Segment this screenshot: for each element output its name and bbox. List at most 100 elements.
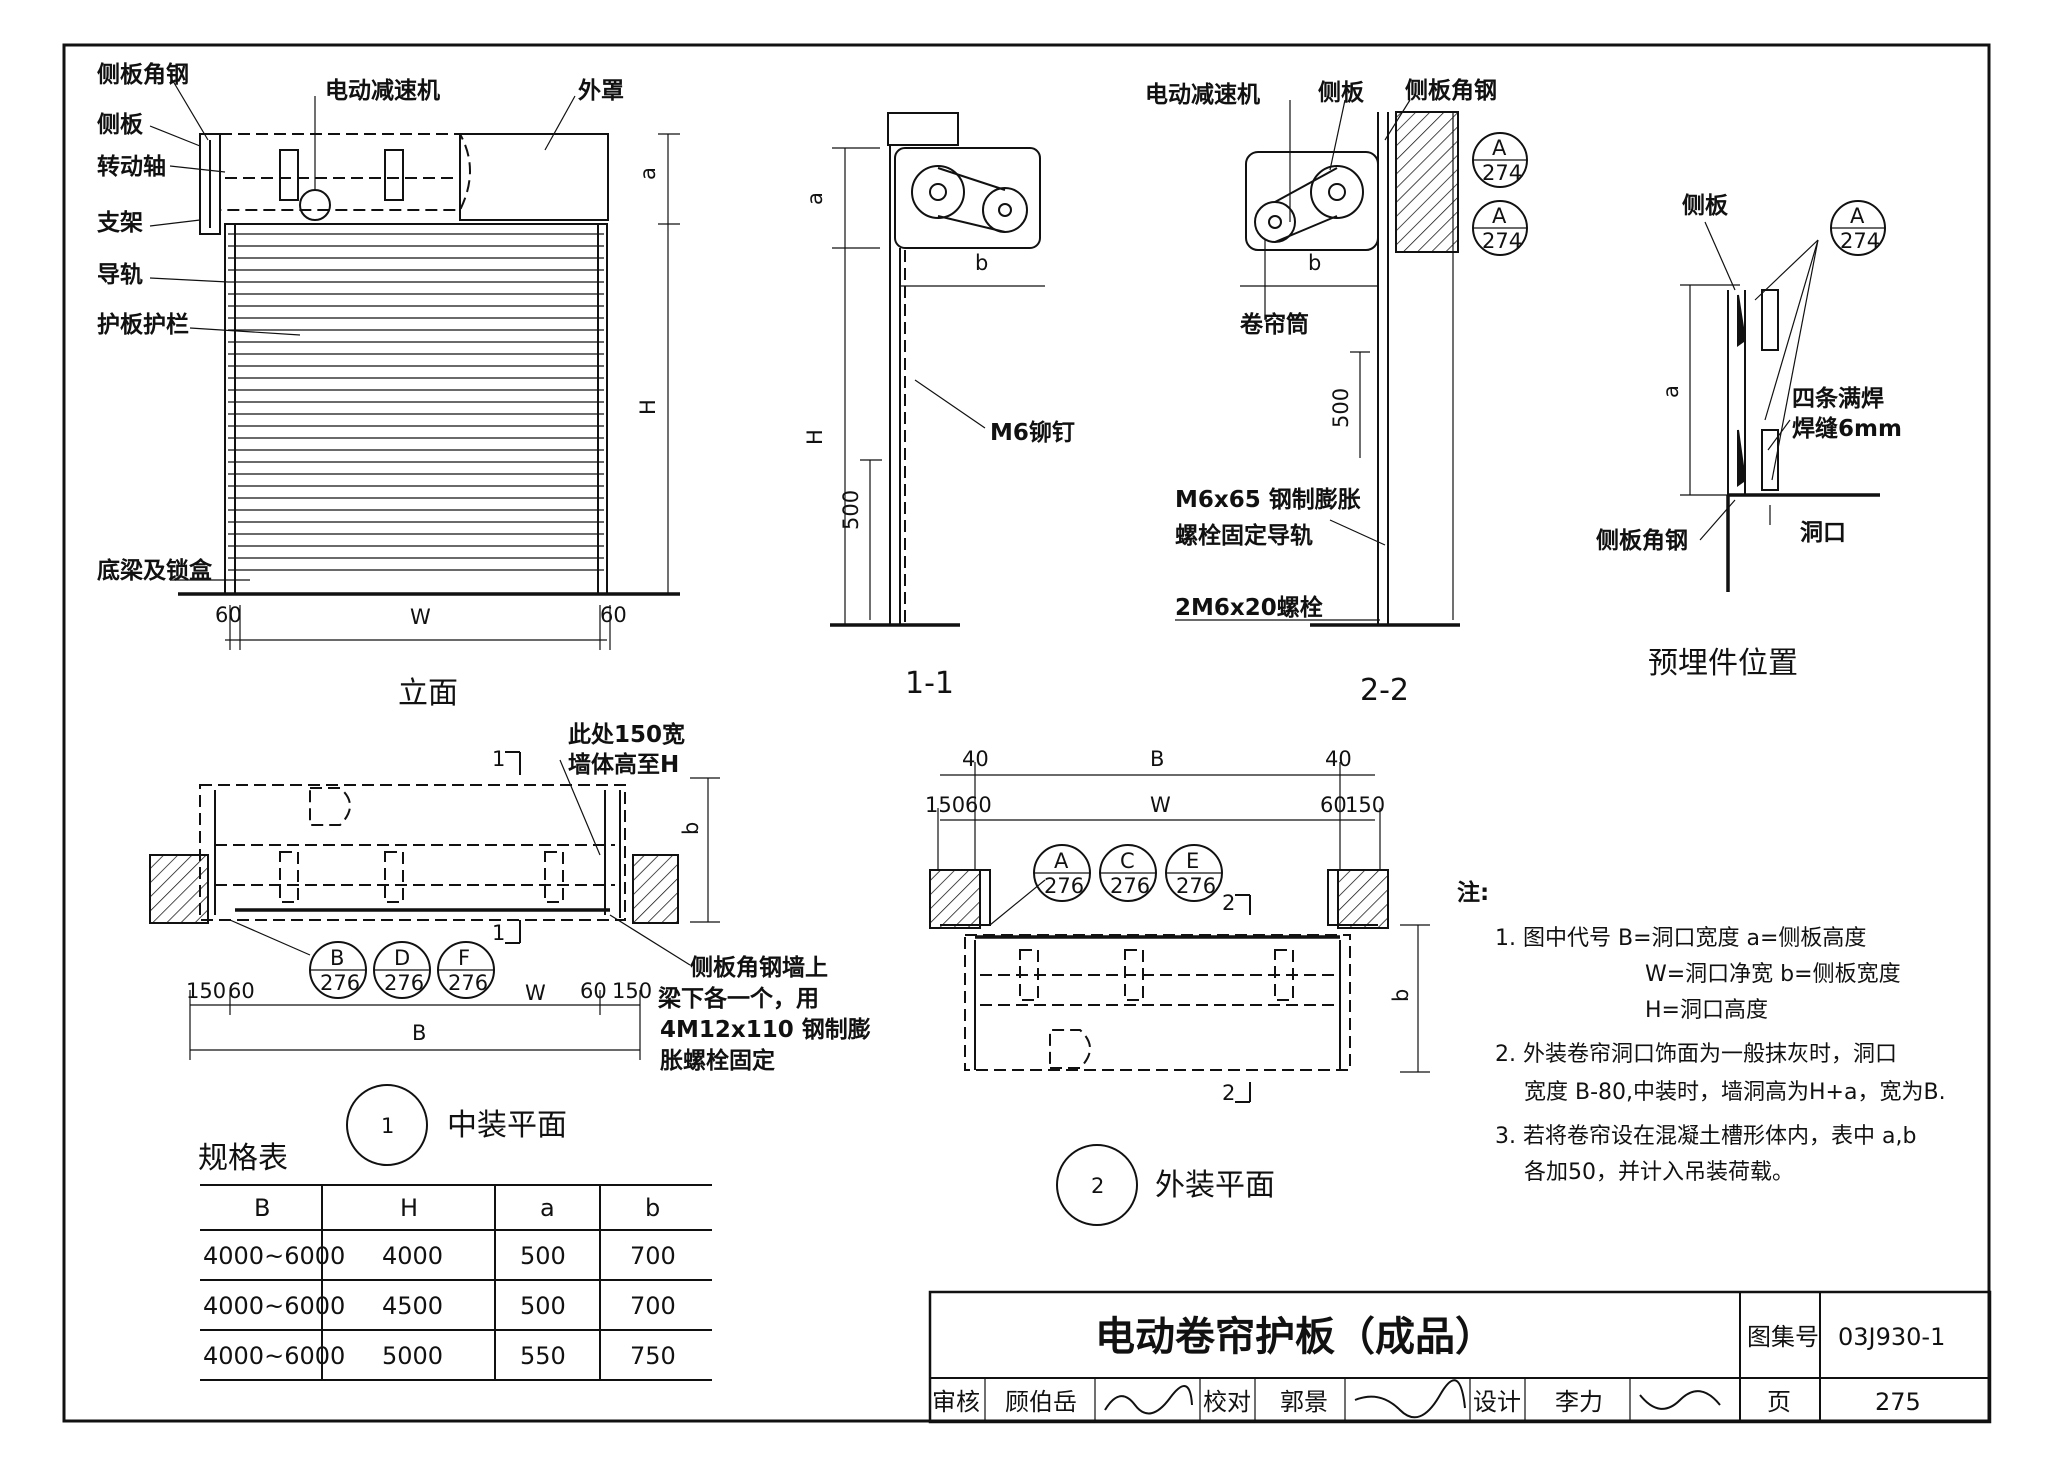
plan2-number: 2	[1091, 1174, 1104, 1198]
notes-line-1: 1. 图中代号 B=洞口宽度 a=侧板高度	[1495, 926, 1866, 951]
s22-bubble-2-bottom: 274	[1482, 229, 1522, 253]
plan2-number-circle	[1056, 1144, 1138, 1226]
title-block: 电动卷帘护板（成品） 图集号 03J930-1 审核 顾伯岳 校对 郭景 设计 …	[928, 1290, 1992, 1424]
spec-r1-B: 4000~6000	[203, 1242, 345, 1270]
plan1-dim-b: b	[679, 822, 703, 835]
plan2-bubble-E-bottom: 276	[1176, 874, 1216, 898]
s22-dim-500: 500	[1329, 388, 1353, 428]
embed-bubble-top: A	[1850, 204, 1865, 228]
section11-caption: 1-1	[905, 666, 954, 701]
label-shaft: 转动轴	[97, 153, 166, 180]
plan1-dim-B: B	[412, 1021, 426, 1045]
embed-bubble: A 274	[1830, 200, 1886, 256]
dim-60-right: 60	[600, 603, 627, 627]
notes: 注: 1. 图中代号 B=洞口宽度 a=侧板高度 W=洞口净宽 b=侧板宽度 H…	[1457, 879, 1946, 1185]
s22-bubble-2: A 274	[1472, 200, 1528, 256]
notes-title: 注:	[1457, 879, 1489, 906]
page-label: 页	[1767, 1388, 1791, 1416]
label-side-angle: 侧板角钢	[97, 61, 189, 88]
elevation-view: 侧板角钢 侧板 转动轴 支架 导轨 护板护栏 底梁及锁盒 电动减速机 外罩 a …	[96, 61, 680, 711]
embed-weld-2: 焊缝6mm	[1792, 415, 1902, 442]
checker-signature	[1354, 1379, 1466, 1419]
plan2-dim-b: b	[1389, 989, 1413, 1002]
s22-bubble-2-top: A	[1492, 204, 1507, 228]
spec-r2-b: 700	[630, 1292, 676, 1320]
page-number: 275	[1875, 1388, 1921, 1416]
spec-header-a: a	[540, 1194, 555, 1222]
plan1-callout-4: 胀螺栓固定	[660, 1047, 775, 1074]
section-2-2: A 274 A 274 电动减速机 侧板 侧板角钢 卷帘筒 b 500 M6x6…	[1145, 77, 1528, 708]
reviewer-signature	[1104, 1385, 1193, 1415]
guard-slats	[228, 233, 604, 571]
checker-name: 郭景	[1280, 1388, 1328, 1416]
plan-1-center-mount: B 276 D 276 F 276 此处150宽 墙体高至H 1 1 b 150…	[149, 721, 871, 1166]
designer-signature	[1639, 1390, 1721, 1410]
check-label: 校对	[1203, 1388, 1251, 1416]
notes-line-6: 3. 若将卷帘设在混凝土槽形体内，表中 a,b	[1495, 1124, 1916, 1149]
embed-label-opening: 洞口	[1800, 520, 1846, 546]
plan-2-outside-mount: A 276 C 276 E 276 40 B 40 150 60 W 60 15…	[925, 747, 1430, 1226]
plan2-bubble-C: C 276	[1099, 844, 1157, 902]
plan2-dim-60-right: 60	[1320, 793, 1347, 817]
notes-line-5: 宽度 B-80,中装时，墙洞高为H+a，宽为B.	[1524, 1080, 1946, 1105]
dim-H: H	[636, 399, 660, 415]
spec-r2-B: 4000~6000	[203, 1292, 345, 1320]
dim-60-left: 60	[215, 603, 242, 627]
reviewer-name: 顾伯岳	[1005, 1388, 1077, 1416]
plan1-bubble-F-bottom: 276	[448, 971, 488, 995]
elevation-caption: 立面	[398, 676, 458, 711]
s22-bolt-line3: 2M6x20螺栓	[1175, 595, 1323, 621]
plan2-section-top: 2	[1222, 891, 1235, 915]
plan1-bubble-D-top: D	[394, 946, 410, 970]
embed-dim-a: a	[1659, 385, 1683, 398]
notes-line-4: 2. 外装卷帘洞口饰面为一般抹灰时，洞口	[1495, 1042, 1897, 1067]
embed-label-side-angle: 侧板角钢	[1596, 527, 1688, 554]
plan2-dim-150-left: 150	[925, 793, 965, 817]
plan1-dim-60-left: 60	[228, 979, 255, 1003]
plan1-dim-150-left: 150	[186, 979, 226, 1003]
plan1-callout-1: 侧板角钢墙上	[690, 954, 828, 981]
atlas-label: 图集号	[1747, 1323, 1819, 1351]
s11-dim-H: H	[803, 429, 827, 445]
plan2-dim-W: W	[1150, 793, 1171, 817]
spec-r3-H: 5000	[382, 1342, 443, 1370]
spec-table-title: 规格表	[198, 1141, 288, 1176]
s22-bubble-1-top: A	[1492, 136, 1507, 160]
spec-header-B: B	[254, 1194, 270, 1222]
plan1-number-circle	[346, 1084, 428, 1166]
plan2-dim-150-right: 150	[1345, 793, 1385, 817]
s22-bubble-1: A 274	[1472, 132, 1528, 188]
plan2-bubble-A: A 276	[1033, 844, 1091, 902]
plan1-note-2: 墙体高至H	[568, 751, 679, 778]
section-1-1: a H 500 b M6铆钉 1-1	[803, 112, 1075, 701]
plan1-number: 1	[381, 1114, 394, 1138]
s22-label-side-angle: 侧板角钢	[1405, 77, 1497, 104]
plan2-bubble-A-bottom: 276	[1044, 874, 1084, 898]
plan1-callout-3: 4M12x110 钢制膨	[660, 1017, 871, 1043]
notes-line-2: W=洞口净宽 b=侧板宽度	[1645, 962, 1901, 987]
dim-W: W	[410, 605, 431, 629]
spec-r2-H: 4500	[382, 1292, 443, 1320]
plan2-bubble-C-bottom: 276	[1110, 874, 1150, 898]
plan1-section-bottom: 1	[492, 921, 505, 945]
drawing-title: 电动卷帘护板（成品）	[1095, 1314, 1495, 1360]
s22-label-motor: 电动减速机	[1145, 81, 1260, 108]
s22-dim-b: b	[1308, 251, 1321, 275]
s22-bolt-line1: M6x65 钢制膨胀	[1175, 487, 1361, 513]
dim-a: a	[636, 167, 660, 180]
plan2-bubble-E-top: E	[1186, 849, 1199, 873]
s11-dim-500: 500	[839, 490, 863, 530]
s11-rivet-label: M6铆钉	[990, 419, 1075, 446]
label-side-plate: 侧板	[97, 111, 144, 138]
plan1-section-top: 1	[492, 747, 505, 771]
spec-header-b: b	[645, 1194, 660, 1222]
plan2-section-bottom: 2	[1222, 1081, 1235, 1105]
spec-r2-a: 500	[520, 1292, 566, 1320]
plan1-dim-W: W	[525, 981, 546, 1005]
elevation-leaders	[149, 75, 576, 581]
plan1-dim-60-right: 60	[580, 979, 607, 1003]
label-cover: 外罩	[578, 77, 624, 104]
s22-label-drum: 卷帘筒	[1239, 311, 1309, 338]
plan1-callout-2: 梁下各一个，用	[657, 985, 819, 1012]
spec-table: 规格表 B H a b 4000~6000 4000 500 700 4000~…	[198, 1141, 712, 1381]
